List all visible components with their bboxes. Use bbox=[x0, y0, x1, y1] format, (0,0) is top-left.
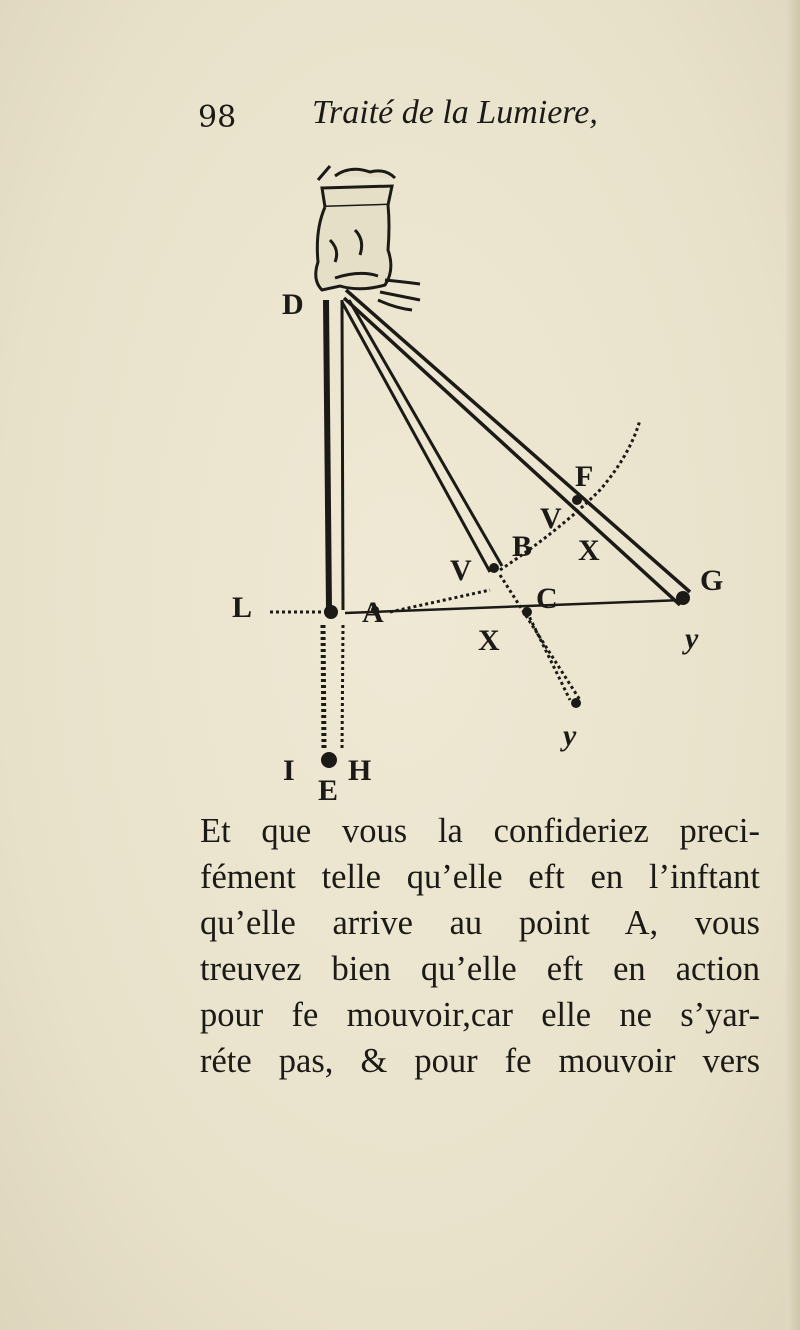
label-C: C bbox=[536, 582, 558, 615]
label-X-upper: X bbox=[578, 534, 600, 567]
label-L: L bbox=[232, 591, 252, 624]
body-text: Et que vous la confideriez preci- fément… bbox=[200, 808, 760, 1084]
label-y-bottom: y bbox=[560, 719, 577, 752]
label-D: D bbox=[282, 288, 304, 321]
text-line: treuvez bien qu’elle eft en action bbox=[200, 950, 760, 988]
rod-D-G bbox=[342, 288, 692, 607]
text-line: fément telle qu’elle eft en l’inftant bbox=[200, 858, 760, 896]
hand-illustration bbox=[314, 165, 421, 312]
label-X: X bbox=[478, 624, 500, 657]
text-line: pour fe mouvoir,car elle ne s’yar- bbox=[200, 996, 760, 1034]
label-y-right: y bbox=[682, 622, 699, 655]
figure-points bbox=[321, 495, 690, 768]
label-F: F bbox=[575, 460, 593, 493]
figure-diagram: D L A X C G y y F B V V X I E H bbox=[232, 165, 723, 800]
label-V: V bbox=[540, 502, 562, 535]
label-B: B bbox=[512, 530, 532, 563]
label-G: G bbox=[700, 564, 723, 597]
rod-D-L bbox=[323, 299, 345, 611]
running-title: Traité de la Lumiere, bbox=[312, 94, 598, 131]
label-V-lower: V bbox=[450, 554, 472, 587]
page-number: 98 bbox=[198, 100, 237, 135]
text-line: Et que vous la confideriez preci- bbox=[200, 812, 760, 850]
label-A: A bbox=[362, 596, 384, 629]
rod-D-V bbox=[340, 299, 504, 573]
page-edge bbox=[786, 0, 800, 1330]
text-line: réte pas, & pour fe mouvoir vers bbox=[200, 1042, 760, 1080]
figure-labels: D L A X C G y y F B V V X I E H bbox=[232, 288, 723, 800]
label-I: I bbox=[283, 754, 295, 787]
label-H: H bbox=[348, 754, 371, 787]
text-line: qu’elle arrive au point A, vous bbox=[200, 904, 760, 942]
label-E: E bbox=[318, 774, 338, 800]
dotted-paths bbox=[270, 419, 642, 751]
line-A-G bbox=[344, 598, 684, 615]
